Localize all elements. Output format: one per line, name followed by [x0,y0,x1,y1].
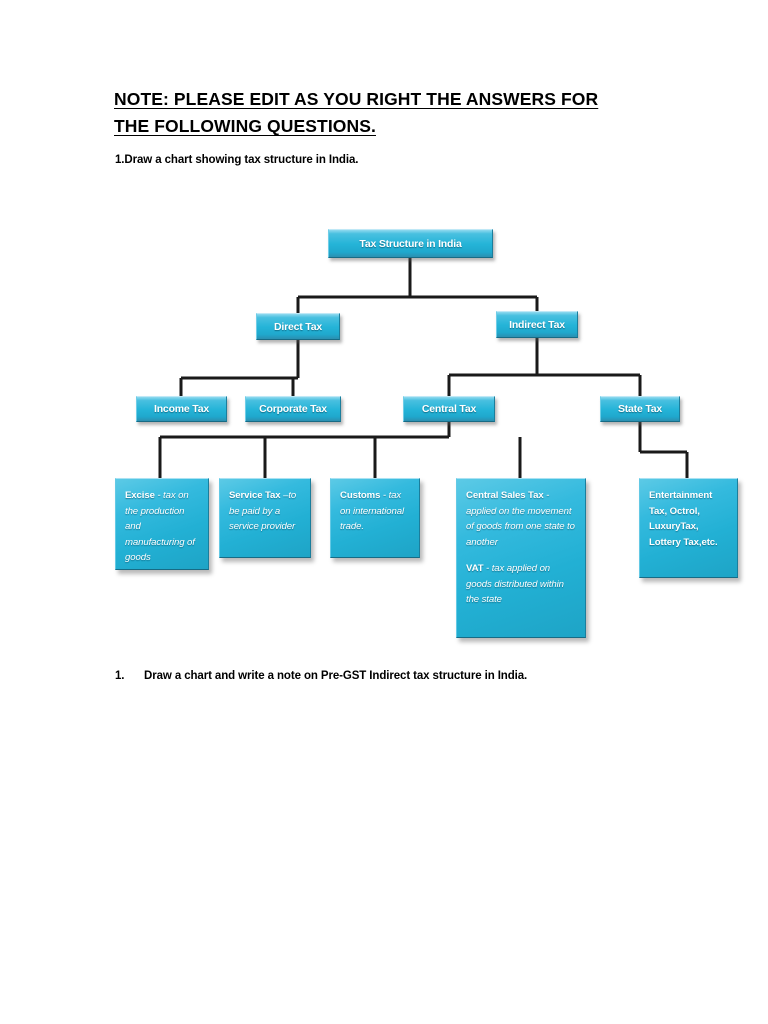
leaf-state-taxes-list: Entertainment Tax, Octrol, LuxuryTax, Lo… [649,490,718,548]
leaf-vat-description: - tax applied on goods distributed withi… [466,563,564,606]
node-corporate-tax-label: Corporate Tax [259,403,327,415]
node-root-label: Tax Structure in India [359,237,462,250]
page-title: NOTE: PLEASE EDIT AS YOU RIGHT THE ANSWE… [114,86,644,140]
node-corporate-tax[interactable]: Corporate Tax [245,396,341,422]
node-root[interactable]: Tax Structure in India [328,229,493,258]
leaf-cst-term: Central Sales Tax [466,490,544,501]
leaf-service-tax[interactable]: Service Tax –to be paid by a service pro… [219,478,311,558]
leaf-customs[interactable]: Customs - tax on international trade. [330,478,420,558]
leaf-excise-text: Excise - tax on the production and manuf… [125,488,201,566]
leaf-customs-text: Customs - tax on international trade. [340,488,412,535]
leaf-central-sales-tax[interactable]: Central Sales Tax - applied on the movem… [456,478,586,638]
leaf-customs-description: - tax on international trade. [340,490,405,533]
node-central-tax-label: Central Tax [421,403,477,415]
page-title-line-2: THE FOLLOWING QUESTIONS. [114,116,376,137]
node-indirect-tax-label: Indirect Tax [509,318,565,331]
leaf-service-tax-text: Service Tax –to be paid by a service pro… [229,488,303,535]
leaf-excise-term: Excise [125,490,155,501]
question-2-number: 1. [115,670,125,682]
node-income-tax-label: Income Tax [154,403,209,415]
leaf-cst-spacer [466,550,578,561]
leaf-excise-description: - tax on the production and manufacturin… [125,490,195,564]
node-direct-tax[interactable]: Direct Tax [256,313,340,340]
question-1: 1.Draw a chart showing tax structure in … [115,154,359,166]
node-central-tax[interactable]: Central Tax [403,396,495,422]
leaf-vat-term: VAT [466,563,484,575]
node-state-tax-label: State Tax [617,403,663,415]
node-direct-tax-label: Direct Tax [274,320,322,333]
node-income-tax[interactable]: Income Tax [136,396,227,422]
leaf-cst-description: - applied on the movement of goods from … [466,490,575,548]
leaf-customs-term: Customs [340,490,381,501]
question-2: 1. Draw a chart and write a note on Pre-… [115,670,527,682]
node-indirect-tax[interactable]: Indirect Tax [496,311,578,338]
node-state-tax[interactable]: State Tax [600,396,680,422]
leaf-excise[interactable]: Excise - tax on the production and manuf… [115,478,209,570]
leaf-service-tax-term: Service Tax [229,490,281,501]
leaf-state-taxes-text: Entertainment Tax, Octrol, LuxuryTax, Lo… [649,488,730,550]
leaf-service-tax-description: –to be paid by a service provider [229,490,297,533]
leaf-cst-text: Central Sales Tax - applied on the movem… [466,488,578,608]
leaf-state-taxes[interactable]: Entertainment Tax, Octrol, LuxuryTax, Lo… [639,478,738,578]
question-2-text: Draw a chart and write a note on Pre-GST… [144,670,528,682]
page-title-line-1: NOTE: PLEASE EDIT AS YOU RIGHT THE ANSWE… [114,89,599,109]
